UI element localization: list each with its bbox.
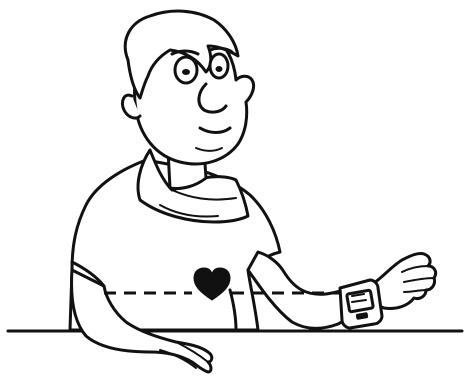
right-pupil bbox=[216, 66, 223, 72]
left-pupil bbox=[182, 69, 190, 75]
wrist-monitor-icon bbox=[340, 280, 382, 328]
